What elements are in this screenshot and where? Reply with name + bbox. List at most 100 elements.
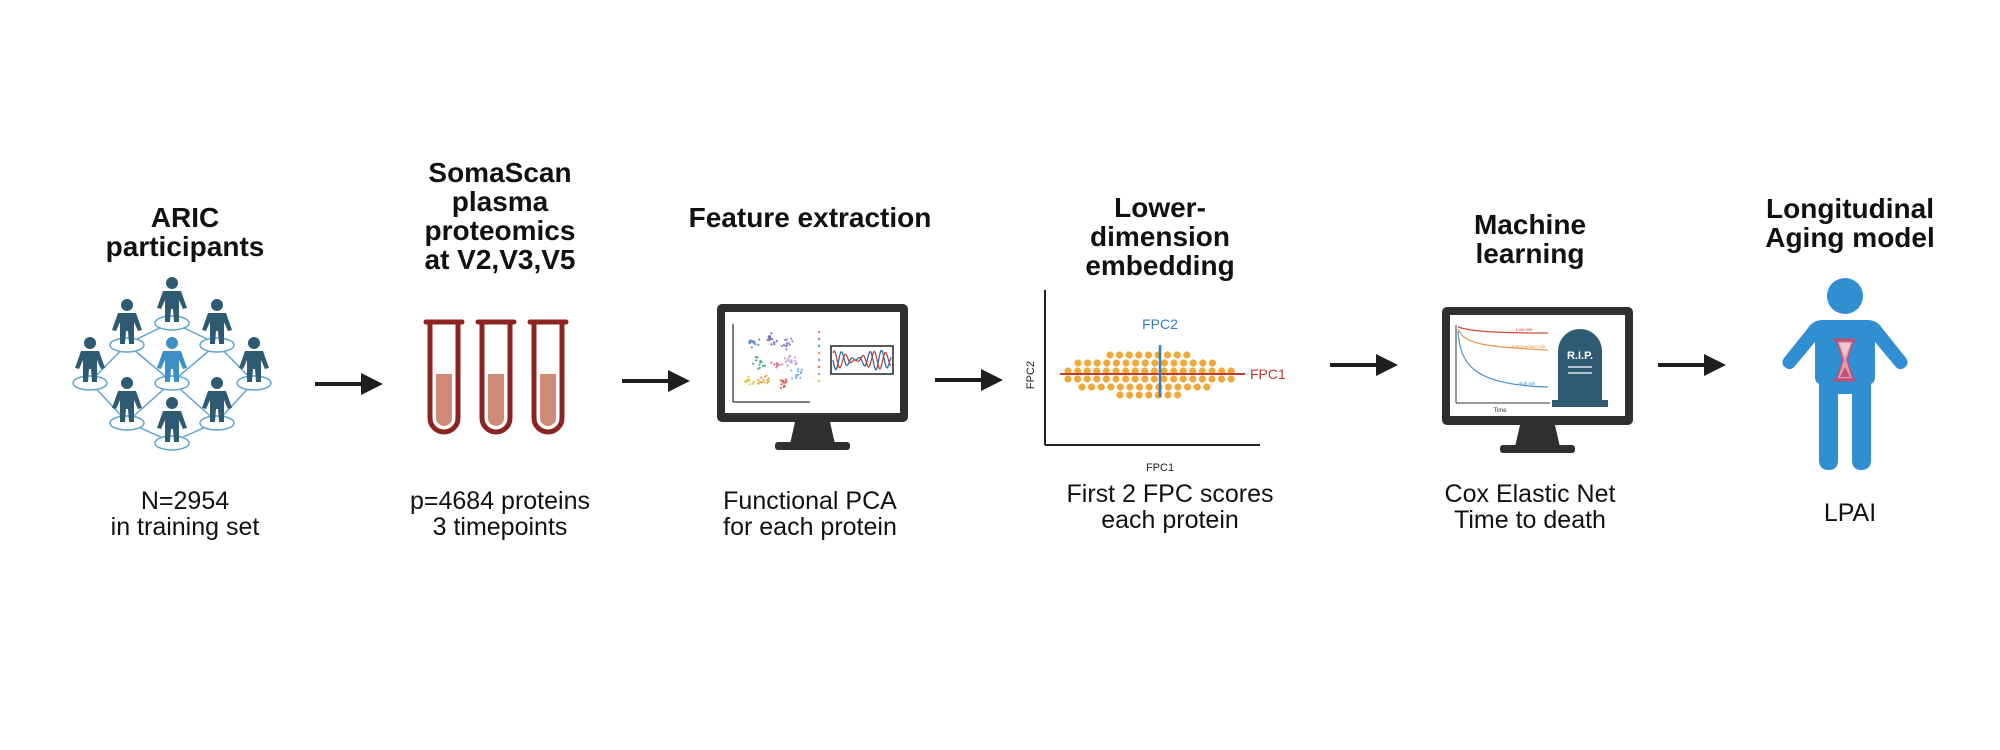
cluster-dot	[747, 380, 750, 383]
waveform-trace-2	[832, 350, 892, 370]
person-icon	[154, 277, 190, 331]
fpc-dot	[1189, 359, 1197, 367]
test-tube-2	[475, 319, 517, 435]
fpc-dot	[1102, 367, 1110, 375]
cluster-dot	[799, 376, 802, 379]
survival-xlabel: Time	[1493, 408, 1507, 414]
fpc-dot	[1151, 359, 1159, 367]
fpc-dot	[1112, 375, 1120, 383]
embedding-plot: FPC2 FPC1 FPC2 FPC1	[1025, 290, 1286, 474]
person-icon	[72, 337, 108, 391]
cluster-dot	[782, 386, 785, 389]
fpc-dot	[1074, 375, 1082, 383]
fpc-dot	[1184, 383, 1192, 391]
fpc-dot	[1125, 351, 1133, 359]
fpc-dot	[1218, 367, 1226, 375]
cluster-dot	[756, 356, 759, 359]
fpc-dot	[1227, 375, 1235, 383]
fpc-dot	[1203, 383, 1211, 391]
fpc-dot	[1064, 375, 1072, 383]
cluster-dot	[762, 378, 765, 381]
cluster-dot	[776, 365, 779, 368]
cluster-dot	[752, 380, 755, 383]
cluster-dot	[763, 381, 766, 384]
cluster-dot	[785, 360, 788, 363]
fpc-dot	[1179, 367, 1187, 375]
cluster-dot	[791, 340, 794, 343]
cluster-dot	[761, 364, 764, 367]
fpc-dot	[1103, 359, 1111, 367]
legend-dot	[817, 365, 821, 369]
cluster-dot	[790, 369, 793, 372]
cluster-dot	[770, 343, 773, 346]
cluster-dot	[770, 361, 773, 364]
fpc-dot	[1083, 375, 1091, 383]
fpc-dot	[1074, 367, 1082, 375]
legend-dot	[817, 351, 821, 355]
cluster-dot	[790, 359, 793, 362]
fpc-dot	[1074, 359, 1082, 367]
cluster-dot	[782, 379, 785, 382]
cluster-dot	[748, 342, 751, 345]
test-tubes-icon	[423, 319, 569, 435]
cluster-dot	[763, 375, 767, 378]
person-icon	[199, 299, 235, 353]
cluster-dot	[796, 370, 799, 373]
step2-title: SomaScan plasma proteomics at V2,V3,V5	[424, 157, 576, 275]
fpc-dot	[1145, 383, 1153, 391]
step4-caption: First 2 FPC scores each protein	[1066, 480, 1274, 534]
cluster-dot	[790, 337, 793, 340]
cluster-dot	[752, 362, 755, 365]
fpc-score-dots	[1064, 351, 1235, 399]
cluster-dot	[794, 374, 797, 378]
waveform-trace	[832, 350, 892, 372]
cluster-dot	[800, 371, 803, 375]
step2-caption: p=4684 proteins 3 timepoints	[409, 487, 590, 541]
aging-person-icon	[1782, 278, 1908, 470]
fpc-dot	[1173, 351, 1181, 359]
person-icon	[109, 299, 145, 353]
cluster-dot	[780, 383, 783, 386]
fpc-dot	[1132, 359, 1140, 367]
cluster-dot	[787, 358, 790, 361]
fpc-dot	[1218, 375, 1226, 383]
step3-title: Feature extraction	[688, 202, 932, 233]
fpc-dot	[1107, 383, 1115, 391]
fpc-dot	[1198, 367, 1206, 375]
cluster-dot	[781, 363, 784, 366]
arrow-2	[622, 370, 690, 392]
cluster-dot	[770, 332, 773, 335]
fpc-dot	[1179, 375, 1187, 383]
fpc1-label: FPC1	[1250, 366, 1286, 382]
fpc-dot	[1116, 351, 1124, 359]
cluster-dot	[794, 359, 797, 362]
cluster-dot	[791, 377, 794, 380]
cluster-dot	[758, 366, 761, 369]
cluster-dot	[793, 356, 796, 359]
person-icon	[236, 337, 272, 391]
fpc-dot	[1164, 391, 1172, 399]
cluster-dot	[766, 379, 769, 382]
step6-title: Longitudinal Aging model	[1765, 193, 1935, 253]
fpc-dot	[1180, 359, 1188, 367]
tombstone-icon: R.I.P.	[1552, 329, 1608, 407]
cluster-dot	[746, 378, 749, 381]
legend-dot	[817, 358, 821, 362]
legend-dot	[817, 330, 821, 334]
participants-network-icon	[72, 277, 272, 451]
cluster-dot	[778, 363, 781, 367]
curve-label-high: High risk	[1518, 381, 1536, 386]
fpc-dot	[1189, 367, 1197, 375]
fpc-dot	[1093, 367, 1101, 375]
fpc-dot	[1131, 375, 1139, 383]
arrow-1	[315, 373, 383, 395]
cluster-dot	[763, 364, 766, 367]
fpc-dot	[1135, 391, 1143, 399]
test-tube-1	[423, 319, 465, 435]
cluster-dot	[755, 359, 758, 362]
cluster-dot	[766, 381, 769, 384]
fpc-dot	[1097, 383, 1105, 391]
fpc-dot	[1160, 375, 1168, 383]
monitor-machine-learning-icon: Time Low risk Intermediate risk High ris…	[1442, 307, 1633, 453]
cluster-dot	[780, 345, 783, 348]
